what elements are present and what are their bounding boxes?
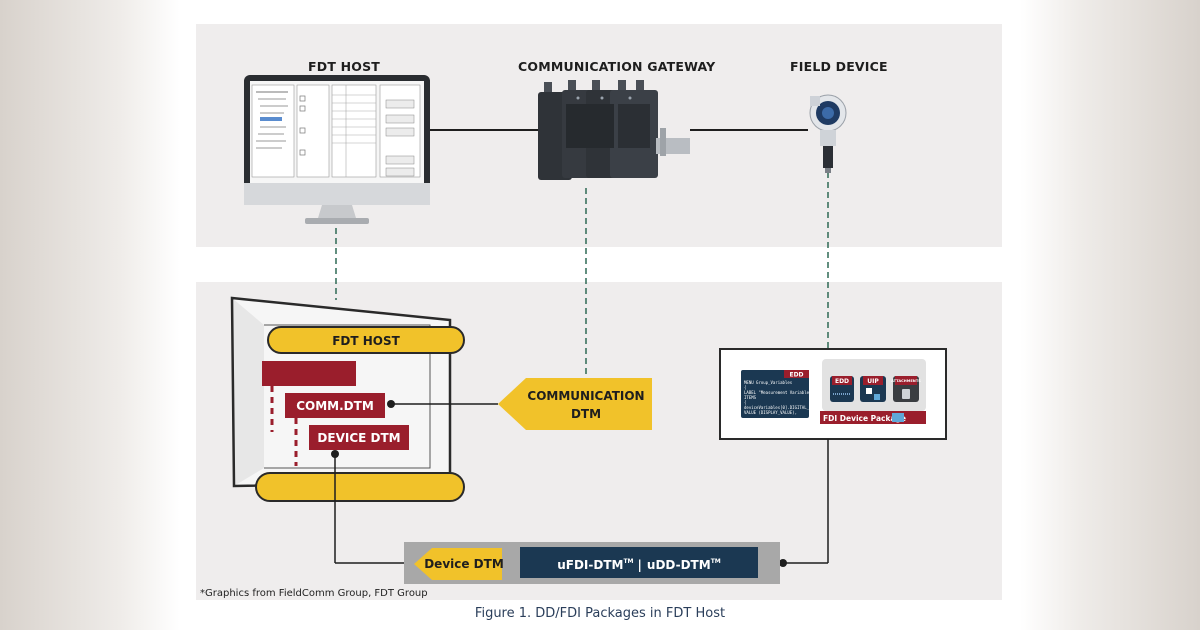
attachments-file-tag-label: ATTACHMENTS	[891, 379, 921, 383]
edd-code-line-3: LABEL "Measurement Variables";	[744, 390, 816, 395]
frame-bottom-banner	[255, 472, 465, 502]
monitor-icon	[244, 75, 430, 224]
edd-code-line-5: {	[744, 400, 746, 405]
edd-file-tag-label: EDD	[835, 378, 849, 385]
field-device-label: FIELD DEVICE	[790, 59, 888, 74]
edd-code-line-2: {	[744, 385, 746, 390]
comm-dtm-label: COMM.DTM	[296, 399, 374, 413]
fdi-package-label: FDI Device Package	[823, 414, 906, 423]
root-tree-block	[262, 361, 356, 386]
ufdi-tm: TM	[623, 558, 633, 565]
fdt-host-banner	[267, 326, 465, 354]
comm-dtm-block	[285, 393, 385, 418]
edd-code-line-6: deviceVariables[0].DIGITAL_	[744, 405, 810, 410]
edd-code-tag	[784, 370, 809, 378]
edd-code-tag-label: EDD	[789, 372, 803, 379]
gateway-label: COMMUNICATION GATEWAY	[518, 59, 716, 74]
transmitter-icon	[809, 94, 847, 173]
uip-file-tag-label: UIP	[867, 378, 879, 385]
comm-dtm-arrow-line2: DTM	[571, 407, 601, 421]
attachments-file-tag	[895, 376, 917, 385]
device-dtm-link-dot	[331, 450, 339, 458]
comm-dtm-link-dot	[387, 400, 395, 408]
graphics-credit: *Graphics from FieldComm Group, FDT Grou…	[200, 588, 428, 599]
attachment-doc-icon	[902, 389, 910, 399]
udd-tm: TM	[711, 558, 721, 565]
comm-dtm-arrow-line1: COMMUNICATION	[527, 389, 644, 403]
package-link-dot	[779, 559, 787, 567]
device-dtm-block	[309, 425, 409, 450]
device-dtm-label: DEVICE DTM	[317, 431, 400, 445]
uip-grid-icon	[866, 388, 872, 394]
fdt-host-label: FDT HOST	[308, 59, 381, 74]
comm-dtm-arrow	[498, 378, 652, 430]
device-dtm-arrow	[414, 548, 502, 580]
fdt-host-banner-label: FDT HOST	[332, 334, 400, 348]
ufdi-dtm-label: uFDI-DTM	[557, 558, 623, 572]
edd-file-tag	[832, 376, 852, 385]
edd-code-line-1: MENU Group_Variables	[744, 380, 793, 385]
udd-dtm-label: uDD-DTM	[647, 558, 711, 572]
edd-code-panel	[741, 370, 809, 418]
dtm-types-text: uFDI-DTMTM|uDD-DTMTM	[557, 558, 721, 572]
device-dtm-arrow-label: Device DTM	[424, 557, 504, 571]
uip-file-tag	[863, 376, 883, 385]
edd-code-line-4: ITEMS	[744, 395, 757, 400]
dtm-types-panel	[520, 547, 758, 578]
dtm-separator: |	[638, 558, 642, 572]
gateway-icon	[538, 80, 690, 180]
edd-code-line-7: VALUE (DISPLAY_VALUE),	[744, 410, 797, 415]
uip-grid-icon-2	[874, 394, 880, 400]
figure-caption: Figure 1. DD/FDI Packages in FDT Host	[474, 606, 726, 621]
fdi-package-ribbon-chip	[892, 413, 904, 422]
